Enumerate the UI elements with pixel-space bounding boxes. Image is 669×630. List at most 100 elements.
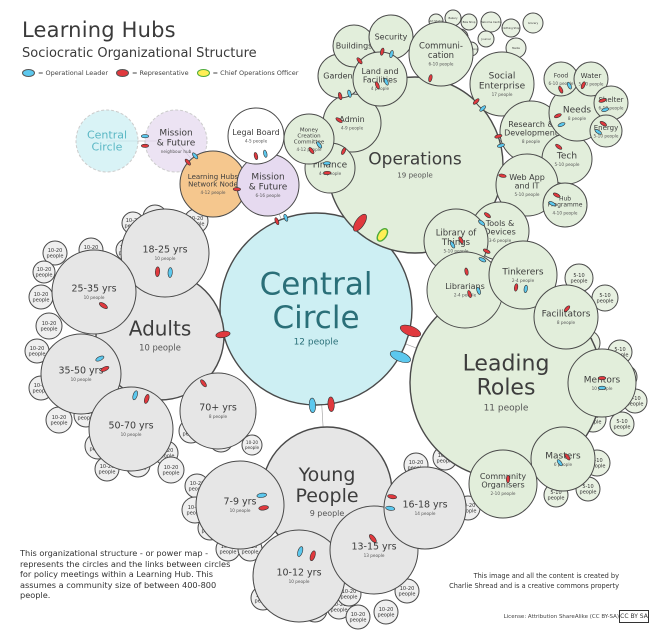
circle-subtitle: 10 people bbox=[230, 508, 251, 513]
sub-circle-label: people bbox=[163, 471, 180, 477]
sub-circle-label: 10-20 bbox=[188, 505, 203, 511]
sub-circle-label: 10-20 bbox=[400, 586, 415, 592]
sub-circle-label: people bbox=[460, 509, 477, 515]
circle-title: Things bbox=[441, 238, 471, 248]
leader-marker bbox=[478, 257, 487, 263]
circle-title: Adults bbox=[129, 316, 192, 340]
leader-marker bbox=[597, 385, 607, 390]
circle-title: 10-12 yrs bbox=[276, 568, 321, 579]
sub-circle-label: Welcome Centre bbox=[480, 20, 502, 24]
sub-circle-label: people bbox=[597, 299, 614, 305]
sub-circle-label: people bbox=[189, 487, 206, 493]
sub-circle-label: Media bbox=[512, 46, 520, 50]
circle-title: Legal Board bbox=[232, 128, 280, 137]
sub-circle-label: 10-20 bbox=[48, 248, 63, 254]
sub-circle-label: people bbox=[399, 592, 416, 598]
license-text: License: Attribution ShareAlike (CC BY-S… bbox=[503, 614, 619, 620]
sub-circle-label: 10-20 bbox=[100, 464, 115, 470]
circle-title: Community bbox=[480, 472, 527, 481]
sub-circle-label: people bbox=[331, 608, 348, 614]
sub-circle-shape bbox=[477, 30, 495, 48]
credit-line: Charlie Shread and is a creative commons… bbox=[449, 581, 619, 590]
circle-title: 35-50 yrs bbox=[58, 366, 103, 377]
leader-marker bbox=[322, 161, 331, 166]
circle-subtitle: 10 people bbox=[84, 295, 105, 300]
representative-marker bbox=[356, 57, 363, 65]
representative-marker bbox=[428, 74, 433, 83]
cc-badge-icon: CC BY SA bbox=[619, 610, 649, 623]
sub-circle-shape bbox=[157, 456, 185, 484]
sub-circle-label: 10-20 bbox=[52, 415, 67, 421]
representative-marker bbox=[399, 324, 421, 338]
circle-title: 50-70 yrs bbox=[108, 421, 153, 432]
circle-shape bbox=[408, 21, 474, 87]
sub-circle-shape bbox=[373, 599, 399, 625]
representative-marker bbox=[368, 534, 377, 543]
circle-subtitle: 5-10 people bbox=[514, 192, 539, 197]
sub-circle: Bike Shop bbox=[460, 13, 478, 31]
sub-circle-label: 10-20 bbox=[379, 607, 394, 613]
circle-shape bbox=[144, 109, 208, 173]
credit-text: This image and all the content is create… bbox=[379, 572, 619, 591]
circle-title: Security bbox=[375, 32, 408, 41]
circle-subtitle: 8 people bbox=[522, 139, 541, 144]
representative-marker bbox=[232, 187, 241, 192]
circle-title: Tech bbox=[556, 151, 577, 161]
circle-shape bbox=[88, 386, 174, 472]
circle-subtitle: 10 people bbox=[155, 256, 176, 261]
leader-marker bbox=[476, 286, 481, 295]
sub-circle-shape bbox=[32, 260, 56, 284]
sub-circle-label: 5-10 bbox=[582, 484, 593, 490]
circle-title: Tinkerers bbox=[501, 267, 544, 277]
circle-subtitle: 9 people bbox=[310, 509, 345, 518]
leader-marker bbox=[557, 122, 566, 127]
representative-marker bbox=[338, 92, 343, 101]
representative-marker bbox=[380, 47, 385, 56]
circle-subtitle: 4-5 people bbox=[245, 139, 268, 144]
representative-marker bbox=[327, 396, 335, 412]
sub-circle-label: people bbox=[99, 470, 116, 476]
circle-title: Programme bbox=[548, 202, 583, 209]
leader-marker bbox=[297, 546, 304, 557]
leader-marker bbox=[256, 492, 267, 498]
circle-title: Network Node bbox=[188, 181, 238, 189]
sub-circle-label: people bbox=[614, 425, 631, 431]
circle-title: & Future bbox=[249, 182, 288, 192]
representative-marker bbox=[100, 365, 110, 372]
sub-circle-label: 5-10 bbox=[629, 396, 640, 402]
page-subtitle: Sociocratic Organizational Structure bbox=[22, 46, 257, 61]
circle-title: Admin bbox=[339, 115, 365, 124]
circle-subtitle: 5-10 people bbox=[554, 162, 579, 167]
sub-circle-label: people bbox=[378, 613, 395, 619]
representative-marker bbox=[215, 330, 231, 339]
representative-marker bbox=[184, 158, 191, 166]
legend-item-coo: = Chief Operations Officer bbox=[196, 69, 298, 77]
circle-subtitle: 8 people bbox=[568, 116, 587, 121]
circle-subtitle: 6-10 people bbox=[598, 105, 623, 110]
leader-marker bbox=[479, 105, 486, 112]
circle-title: People bbox=[295, 485, 358, 507]
circle-subtitle: 11 people bbox=[484, 404, 529, 414]
circle-subtitle: 5-10 people bbox=[593, 133, 618, 138]
sub-circle-label: 10-20 bbox=[246, 440, 259, 445]
representative-marker bbox=[472, 98, 480, 105]
sub-circle-label: people bbox=[41, 327, 58, 333]
legend: = Operational Leader = Representative = … bbox=[22, 69, 298, 77]
sub-circle-label: people bbox=[245, 445, 260, 450]
circle-title: Communi- bbox=[419, 42, 463, 52]
circle-title: Land and bbox=[361, 67, 398, 76]
leader-marker bbox=[385, 505, 396, 511]
circle-title: Mentors bbox=[584, 375, 621, 385]
sub-circle-label: people bbox=[47, 254, 64, 260]
